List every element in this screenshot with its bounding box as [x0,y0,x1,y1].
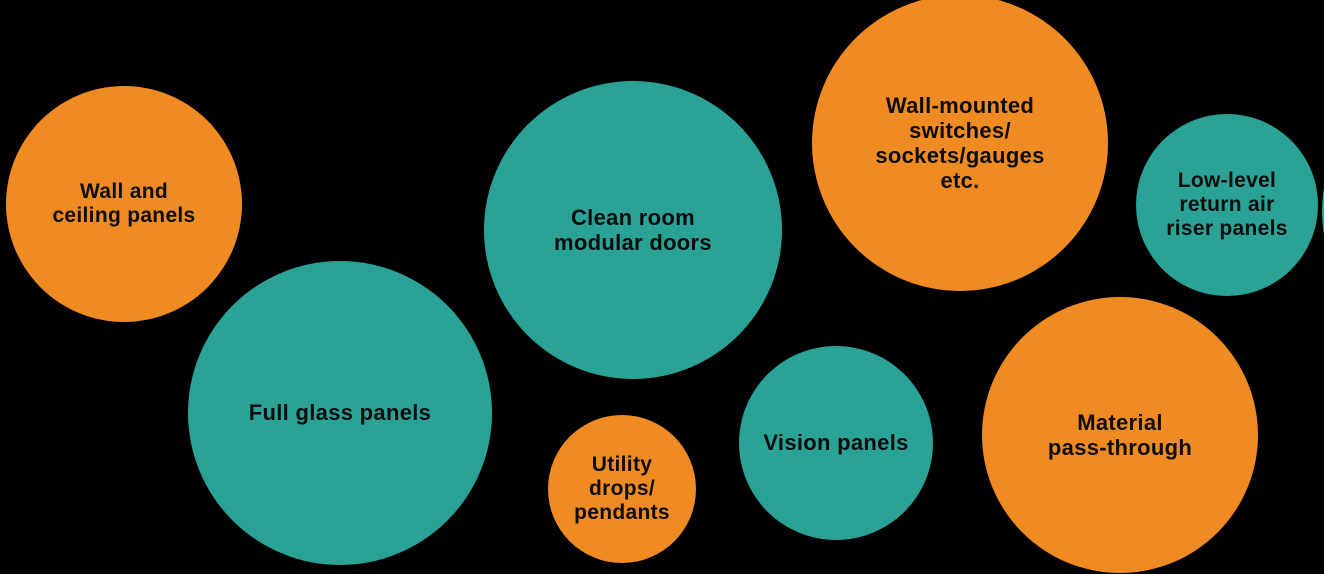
bubble-label-clean-room-modular-doors: Clean room modular doors [554,204,712,255]
bubble-label-vision-panels: Vision panels [763,430,909,456]
bubble-label-low-level-return-air-riser-panels: Low-level return air riser panels [1166,169,1288,240]
bubble-wall-mounted-switches-sockets-gauges: Wall-mounted switches/ sockets/gauges et… [812,0,1108,291]
bubble-low-level-return-air-riser-panels: Low-level return air riser panels [1136,114,1318,296]
bubble-wall-and-ceiling-panels: Wall and ceiling panels [6,86,242,322]
partial-circle-right-edge [1322,69,1324,353]
bubble-vision-panels: Vision panels [739,346,933,540]
bubble-label-full-glass-panels: Full glass panels [248,400,432,426]
bubble-full-glass-panels: Full glass panels [188,261,492,565]
bubble-label-utility-drops-pendants: Utility drops/ pendants [574,453,670,524]
bubble-material-pass-through: Material pass-through [982,297,1258,573]
bubble-utility-drops-pendants: Utility drops/ pendants [548,415,696,563]
bubble-label-wall-and-ceiling-panels: Wall and ceiling panels [52,180,196,227]
bubble-label-wall-mounted-switches-sockets-gauges: Wall-mounted switches/ sockets/gauges et… [875,92,1045,194]
bubble-clean-room-modular-doors: Clean room modular doors [484,81,782,379]
bubble-label-material-pass-through: Material pass-through [1047,409,1193,460]
